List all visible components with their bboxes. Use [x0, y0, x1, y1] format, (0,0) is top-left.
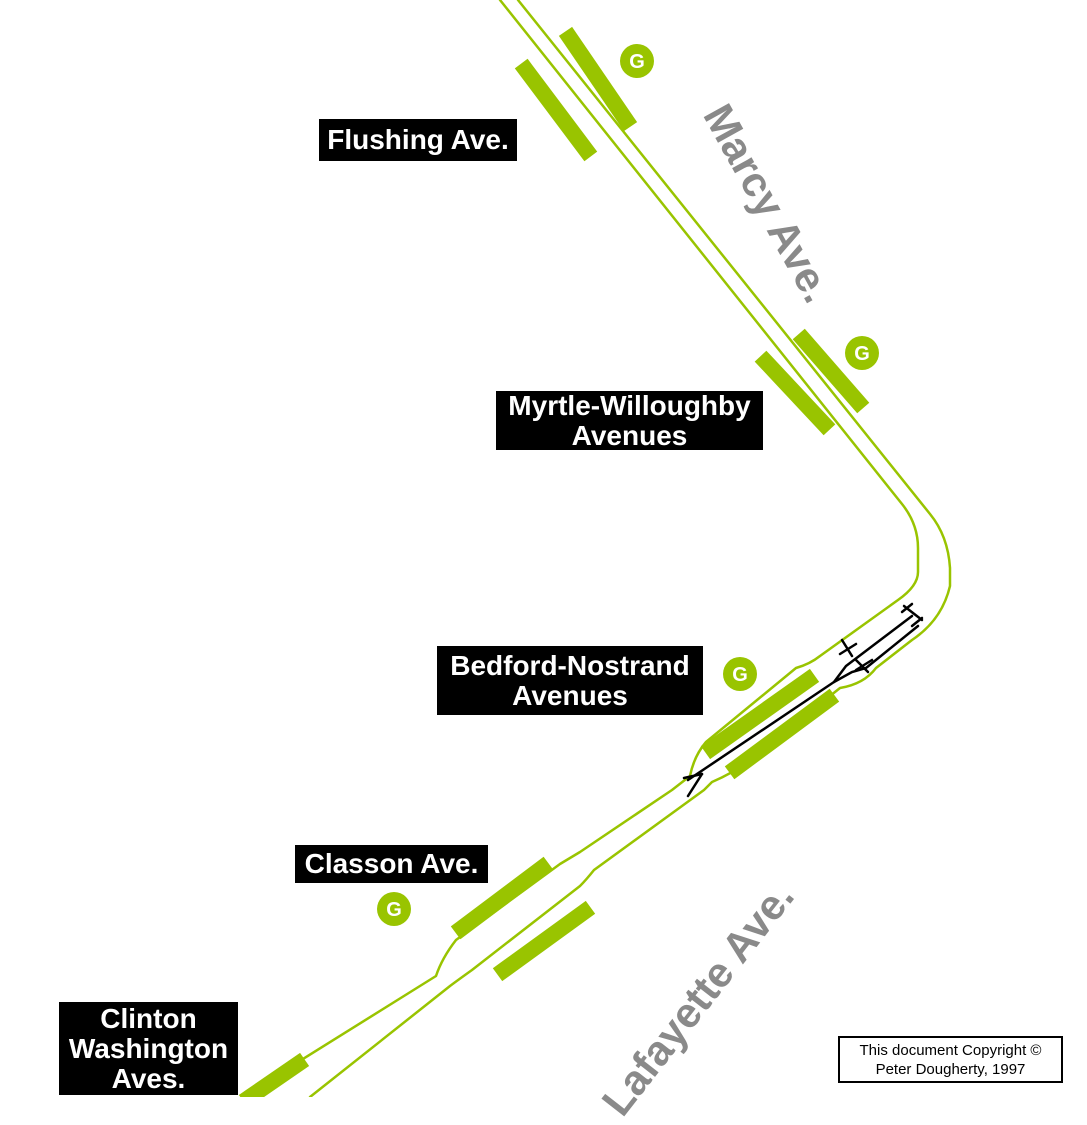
station-name: Bedford-Nostrand: [450, 649, 690, 681]
station-name: Washington: [68, 1032, 229, 1064]
g-bullet: [845, 336, 879, 370]
platform: [754, 350, 836, 436]
station-label-clinton-washington: Clinton Washington Aves.: [59, 1002, 238, 1095]
platforms: [238, 26, 870, 1097]
platform: [724, 688, 840, 780]
station-label-classon-ave: Classon Ave.: [295, 845, 488, 883]
route-bullets: [377, 44, 879, 926]
switch-mark: [838, 638, 858, 658]
g-bullet: [723, 657, 757, 691]
g-bullet-letter: G: [386, 899, 402, 921]
platform: [514, 58, 598, 162]
track-map: G G G G: [238, 0, 952, 1097]
copyright-line: Peter Dougherty, 1997: [875, 1061, 1026, 1078]
platform: [492, 900, 596, 982]
station-label-myrtle-willoughby: Myrtle-Willoughby Avenues: [496, 389, 763, 451]
switch-mark: [854, 658, 874, 674]
station-name: Flushing Ave.: [327, 124, 509, 155]
track: [832, 624, 920, 684]
g-bullet-letter: G: [629, 51, 645, 73]
platform: [558, 26, 638, 132]
g-bullet: [377, 892, 411, 926]
station-name: Avenues: [571, 419, 688, 451]
platform: [700, 668, 820, 760]
track: [686, 772, 704, 798]
station-name: Classon Ave.: [304, 848, 479, 879]
station-label-flushing-ave: Flushing Ave.: [319, 119, 517, 161]
platform: [792, 328, 870, 414]
station-name: Myrtle-Willoughby: [508, 389, 751, 421]
g-bullet: [620, 44, 654, 78]
station-label-bedford-nostrand: Bedford-Nostrand Avenues: [437, 646, 703, 715]
platform: [238, 1052, 310, 1097]
track: [682, 772, 704, 780]
g-bullet-letter: G: [732, 664, 748, 686]
middle-track: [682, 602, 924, 798]
bumper: [910, 616, 924, 628]
bumper: [900, 602, 914, 614]
route-bullet-labels: G G G G: [386, 51, 870, 921]
g-bullet-letter: G: [854, 343, 870, 365]
line-edge-west: [240, 0, 920, 1097]
station-name: Avenues: [512, 679, 628, 711]
copyright-notice: This document Copyright © Peter Doughert…: [838, 1036, 1063, 1083]
line-outline: [240, 0, 952, 1097]
station-name: Clinton: [100, 1002, 197, 1034]
track: [686, 614, 914, 782]
copyright-line: This document Copyright ©: [859, 1042, 1042, 1059]
station-name: Aves.: [111, 1062, 186, 1094]
platform: [450, 856, 554, 940]
